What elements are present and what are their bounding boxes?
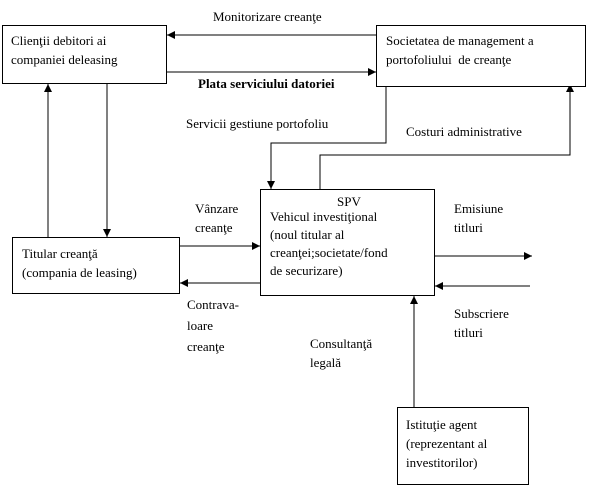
arrow-servicii-gestiune xyxy=(267,87,387,189)
box-titular-creanta-text: Titular creanţă (compania de leasing) xyxy=(22,246,137,280)
box-istitutie-agent-text: Istituţie agent (reprezentant al investi… xyxy=(406,417,488,470)
label-emisiune-titluri: Emisiune titluri xyxy=(454,201,504,235)
label-contravaloare-creante: Contrava- loare creanţe xyxy=(187,297,239,354)
label-servicii-gestiune: Servicii gestiune portofoliu xyxy=(186,116,329,131)
box-clienti-debitori: Clienţii debitori ai companiei deleasing xyxy=(2,25,167,84)
spv-title: SPV xyxy=(337,194,361,209)
box-titular-creanta: Titular creanţă (compania de leasing) xyxy=(12,237,180,294)
box-societatea-management-text: Societatea de management a portofoliului… xyxy=(386,33,534,67)
label-vanzare-creante: Vânzare creanţe xyxy=(195,201,239,235)
box-spv: SPV Vehicul investiţional (noul titular … xyxy=(260,189,435,296)
label-costuri-administrative: Costuri administrative xyxy=(406,124,522,139)
label-monitorizare-creante: Monitorizare creanţe xyxy=(213,9,322,24)
arrow-costuri-administrative xyxy=(319,84,574,189)
spv-body: Vehicul investiţional (noul titular al c… xyxy=(270,209,388,278)
label-plata-serviciului: Plata serviciului datoriei xyxy=(198,76,335,91)
box-istitutie-agent: Istituţie agent (reprezentant al investi… xyxy=(397,407,529,485)
label-consultanta-legala: Consultanţă legală xyxy=(310,336,373,370)
box-clienti-debitori-text: Clienţii debitori ai companiei deleasing xyxy=(11,33,118,67)
label-subscriere-titluri: Subscriere titluri xyxy=(454,306,509,340)
box-societatea-management: Societatea de management a portofoliului… xyxy=(376,25,586,87)
